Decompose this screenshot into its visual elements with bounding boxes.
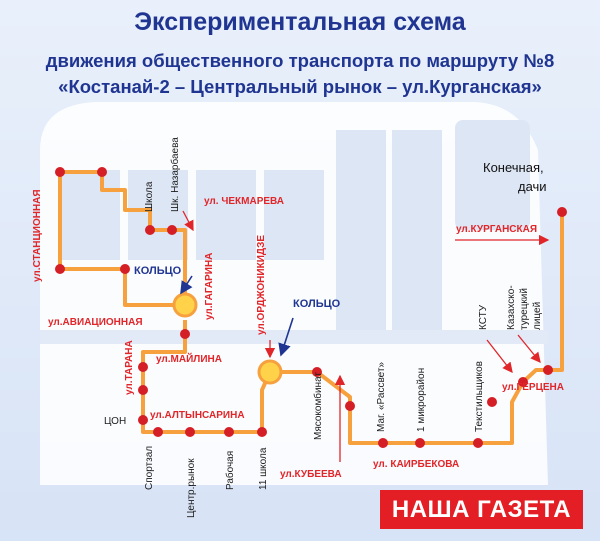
stop-dot (224, 427, 234, 437)
street-gertsena: ул.ГЕРЦЕНА (502, 382, 564, 393)
street-gagarina: ул.ГАГАРИНА (204, 253, 215, 320)
brand-logo: НАША ГАЗЕТА (380, 490, 583, 529)
street-kurganskaya: ул.КУРГАНСКАЯ (456, 224, 537, 235)
stop-litsey-line1: Казахско- (506, 285, 517, 330)
stop-dot (120, 264, 130, 274)
street-arrows (182, 210, 550, 462)
stop-dot (543, 365, 553, 375)
street-chekmareva: ул. ЧЕКМАРЕВА (204, 196, 284, 207)
street-aviatsionnaya: ул.АВИАЦИОННАЯ (48, 317, 143, 328)
stop-shk-nazarbaeva: Шк. Назарбаева (169, 137, 181, 212)
stop-litsey-line3: лицей (532, 302, 543, 330)
stop-dot (257, 427, 267, 437)
scheme-subtitle: движения общественного транспорта по мар… (45, 50, 555, 71)
stop-dot (55, 264, 65, 274)
stop-dot (153, 427, 163, 437)
stop-dot (312, 367, 322, 377)
stop-litsey-line2: турецкий (519, 288, 530, 330)
stop-dot (345, 401, 355, 411)
ring-label-gagarina: КОЛЬЦО (134, 265, 182, 277)
ring-circle-gagarina (172, 292, 198, 318)
stop-mag-rassvet: Маг. «Рассвет» (376, 362, 387, 432)
stop-shkola: Школа (144, 181, 155, 212)
stop-11-shkola: 11 школа (258, 447, 269, 490)
stop-rabochaya: Рабочая (224, 451, 236, 490)
ring-label-ordzhonikidze: КОЛЬЦО (293, 298, 341, 310)
street-mailina: ул.МАЙЛИНА (156, 352, 222, 365)
ring-circle-ordzhonikidze (257, 359, 283, 385)
stop-dot (378, 438, 388, 448)
stop-dot (557, 207, 567, 217)
stop-dot (55, 167, 65, 177)
stop-dot (180, 329, 190, 339)
stop-tekstilshchikov: Текстильщиков (474, 361, 485, 432)
stop-dot (97, 167, 107, 177)
stop-dot (138, 362, 148, 372)
stop-kstu: КСТУ (478, 304, 489, 330)
stop-dot (138, 385, 148, 395)
stop-dot (487, 397, 497, 407)
ring-arrows (180, 275, 294, 357)
stop-dot (145, 225, 155, 235)
street-taran: ул.ТАРАНА (124, 340, 135, 395)
stop-dot (415, 438, 425, 448)
street-kairbekova: ул. КАИРБЕКОВА (373, 459, 459, 470)
stop-dot (138, 415, 148, 425)
stop-sportzal: Спортзал (144, 446, 155, 490)
stop-dot (518, 377, 528, 387)
street-stantsionnaya: ул.СТАНЦИОННАЯ (32, 189, 43, 282)
stop-dot (167, 225, 177, 235)
stop-dot (185, 427, 195, 437)
stop-dot (473, 438, 483, 448)
bus-illustration (40, 102, 548, 485)
route-stops (55, 167, 567, 448)
stop-tson: ЦОН (104, 416, 126, 427)
scheme-title: Экспериментальная схема (134, 8, 466, 36)
street-altynsarina: ул.АЛТЫНСАРИНА (150, 410, 245, 421)
stop-1-mikrorayon: 1 микрорайон (416, 368, 427, 432)
stop-myasokombinat: Мясокомбинат (312, 372, 324, 440)
terminal-label-line2: дачи (518, 179, 547, 194)
street-ordzhonikidze: ул.ОРДЖОНИКИДЗЕ (256, 235, 267, 335)
route-name: «Костанай-2 – Центральный рынок – ул.Кур… (58, 76, 542, 97)
terminal-label-line1: Конечная, (483, 160, 544, 175)
stop-tsentr-rynok: Центр.рынок (186, 458, 197, 518)
street-kubeeva: ул.КУБЕЕВА (280, 469, 342, 480)
